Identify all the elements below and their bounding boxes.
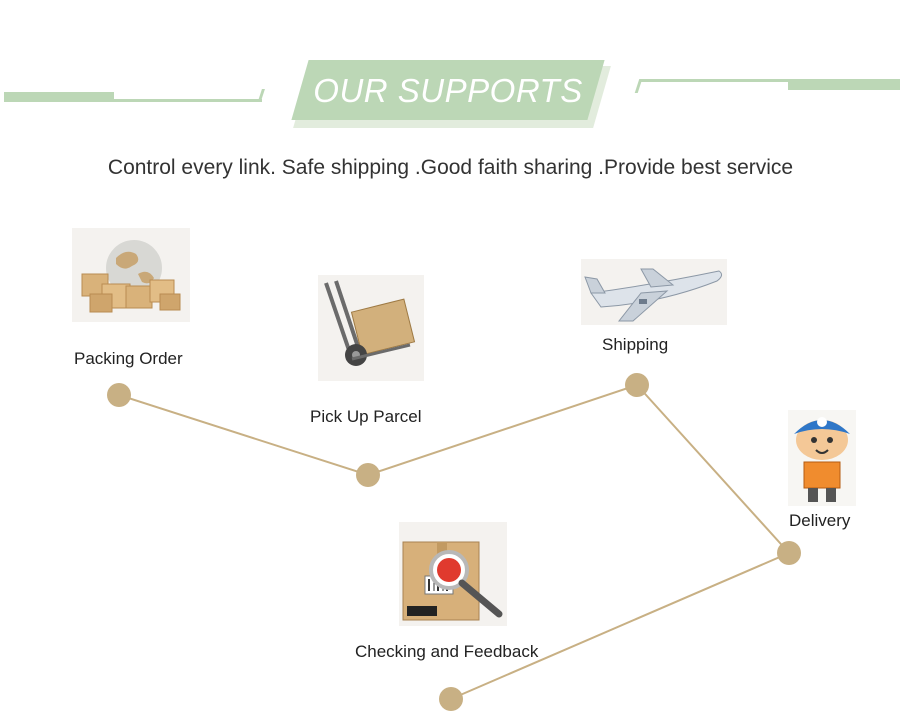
node-delivery bbox=[777, 541, 801, 565]
header-decor-right-line bbox=[640, 79, 900, 82]
page-title: OUR SUPPORTS bbox=[313, 72, 583, 109]
node-packing-order bbox=[107, 383, 131, 407]
step-label-packing-order: Packing Order bbox=[74, 349, 183, 368]
courier-icon bbox=[788, 410, 856, 506]
page-subtitle: Control every link. Safe shipping .Good … bbox=[107, 156, 794, 179]
step-label-checking-feedback: Checking and Feedback bbox=[355, 642, 539, 661]
step-label-delivery: Delivery bbox=[789, 511, 851, 530]
magnifier-box-icon bbox=[399, 522, 507, 626]
header-decor-left-thick bbox=[4, 92, 114, 100]
boxes-globe-icon bbox=[72, 228, 190, 322]
step-label-shipping: Shipping bbox=[602, 335, 669, 354]
node-pick-up-parcel bbox=[356, 463, 380, 487]
node-shipping bbox=[625, 373, 649, 397]
node-checking-feedback bbox=[439, 687, 463, 711]
hand-truck-icon bbox=[318, 275, 424, 381]
header-decor-left-line bbox=[4, 99, 262, 102]
airplane-icon bbox=[581, 259, 727, 325]
step-label-pick-up-parcel: Pick Up Parcel bbox=[310, 407, 422, 426]
header-decor-right-thick bbox=[788, 81, 900, 90]
